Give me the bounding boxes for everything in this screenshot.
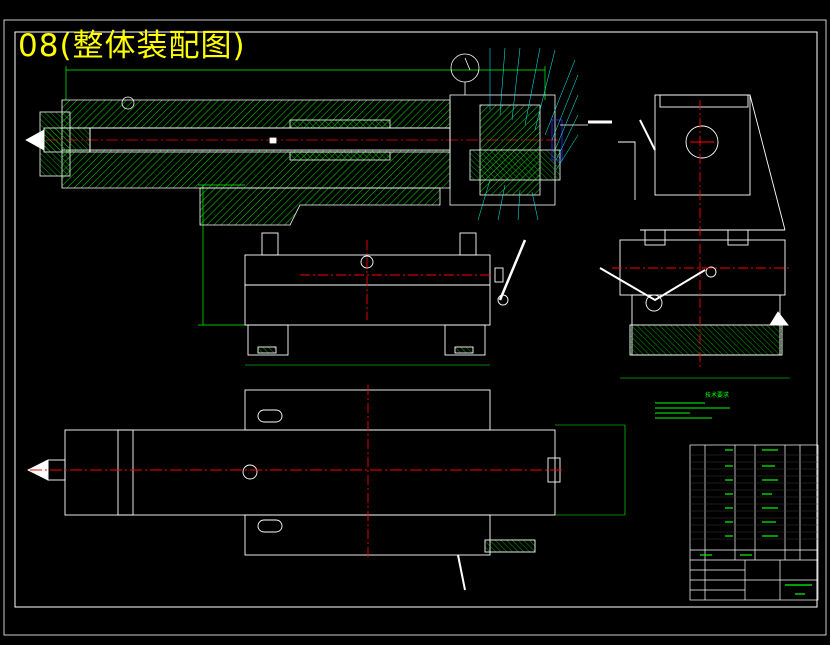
parts-list-table	[689, 444, 819, 601]
front-base	[244, 232, 527, 356]
drawing-frame	[3, 19, 827, 636]
drawing-title: 08(整体装配图)	[18, 28, 246, 64]
gearbox	[449, 53, 612, 206]
tech-requirements-lines	[655, 402, 730, 419]
side-view	[599, 94, 790, 379]
part-leaders	[477, 47, 579, 221]
spindle-housing	[39, 99, 451, 226]
top-view	[26, 364, 626, 591]
spindle-quill	[25, 96, 560, 161]
parts-list-rows	[690, 454, 818, 540]
parts-list-green-entries	[700, 449, 812, 595]
technical-requirements-heading: 技术要求	[705, 392, 730, 399]
front-section-view	[25, 47, 612, 356]
